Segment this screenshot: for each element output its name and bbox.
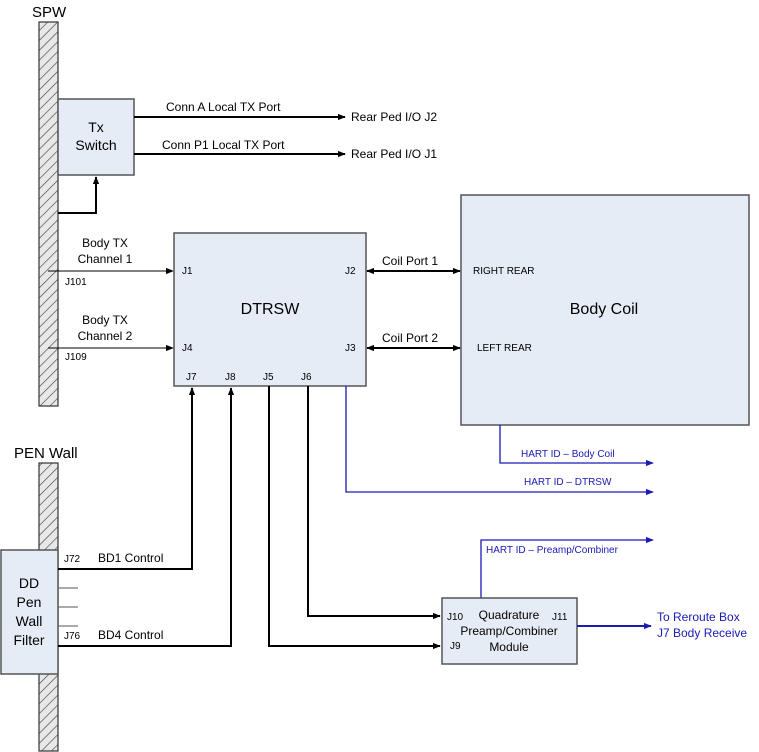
hart-preamp-wire (480, 536, 654, 598)
dd-filter-line1: DD (19, 575, 39, 591)
dtrsw-port-j2: J2 (345, 266, 356, 277)
reroute-line2: J7 Body Receive (657, 626, 747, 640)
preamp-port-j9: J9 (450, 641, 461, 652)
left-rear-label: LEFT REAR (477, 343, 532, 354)
hart-body-coil-label: HART ID – Body Coil (521, 449, 615, 460)
bd1-control-wire (58, 387, 196, 570)
preamp-line2: Preamp/Combiner (460, 624, 557, 638)
preamp-port-j10: J10 (447, 612, 464, 623)
bd4-control-label: BD4 Control (98, 628, 163, 642)
tx-switch-label-2: Switch (75, 137, 116, 153)
hart-dtrsw-wire (345, 386, 654, 496)
dd-filter-line2: Pen (17, 594, 42, 610)
bd1-control-label: BD1 Control (98, 551, 163, 565)
pen-wall-label: PEN Wall (14, 445, 78, 462)
dtrsw-port-j4: J4 (182, 343, 193, 354)
conn-p1-label: Conn P1 Local TX Port (162, 138, 285, 152)
j6-to-j10-wire (307, 386, 441, 620)
j109-label: J109 (65, 352, 87, 363)
preamp-line3: Module (489, 640, 529, 654)
coil-port-2-label: Coil Port 2 (382, 331, 438, 345)
dtrsw-port-j7: J7 (186, 372, 197, 383)
tx-switch-label-1: Tx (88, 119, 104, 135)
dd-pen-wall-filter-box[interactable] (0, 549, 59, 675)
reroute-line1: To Reroute Box (657, 610, 740, 624)
j72-label: J72 (64, 554, 81, 565)
body-coil-title: Body Coil (570, 301, 638, 318)
j101-label: J101 (65, 277, 87, 288)
body-coil-box[interactable] (460, 194, 750, 426)
dtrsw-port-j5: J5 (263, 372, 274, 383)
tx-switch-box[interactable] (57, 98, 135, 176)
tx-switch-input-wire (58, 176, 100, 214)
rear-ped-j2-label: Rear Ped I/O J2 (351, 110, 437, 124)
dtrsw-title: DTRSW (241, 301, 301, 318)
hart-dtrsw-label: HART ID – DTRSW (524, 477, 612, 488)
dd-filter-line4: Filter (13, 632, 44, 648)
preamp-line1: Quadrature (479, 608, 540, 622)
j76-label: J76 (64, 631, 81, 642)
right-rear-label: RIGHT REAR (473, 266, 535, 277)
conn-a-label: Conn A Local TX Port (166, 100, 281, 114)
j5-to-j9-wire (268, 386, 441, 650)
dtrsw-port-j6: J6 (301, 372, 312, 383)
bd4-control-wire (58, 387, 235, 647)
hart-preamp-label: HART ID – Preamp/Combiner (486, 545, 619, 556)
dtrsw-port-j3: J3 (345, 343, 356, 354)
preamp-combiner-box[interactable] (441, 597, 578, 665)
dtrsw-port-j8: J8 (225, 372, 236, 383)
preamp-port-j11: J11 (552, 612, 568, 623)
dtrsw-port-j1: J1 (182, 266, 193, 277)
rear-ped-j1-label: Rear Ped I/O J1 (351, 147, 437, 161)
body-tx-ch1-line1: Body TX (82, 236, 128, 250)
dtrsw-box[interactable] (173, 232, 367, 387)
body-tx-ch2-line1: Body TX (82, 313, 128, 327)
spw-label: SPW (32, 4, 67, 21)
body-tx-ch1-line2: Channel 1 (78, 252, 133, 266)
coil-port-1-label: Coil Port 1 (382, 254, 438, 268)
body-tx-ch2-line2: Channel 2 (78, 329, 133, 343)
dd-filter-line3: Wall (16, 613, 43, 629)
hart-body-coil-wire (499, 425, 654, 467)
